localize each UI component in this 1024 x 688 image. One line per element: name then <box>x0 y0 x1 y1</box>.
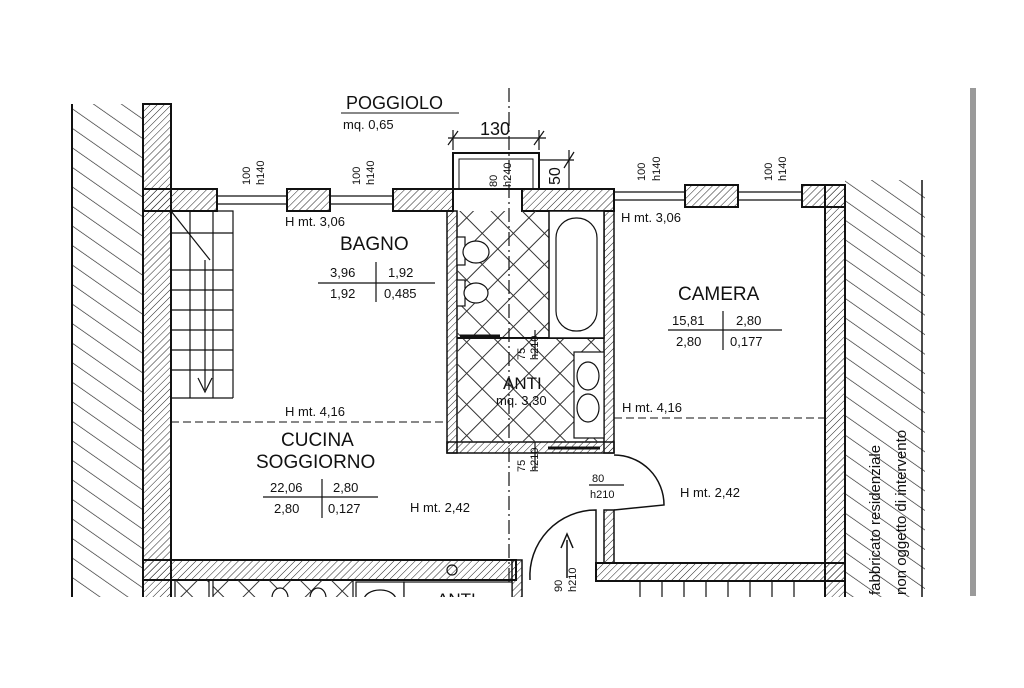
frame-bar <box>970 88 976 596</box>
bathtub <box>548 210 605 339</box>
window-4-width: 100 <box>763 163 775 181</box>
camera-height-low: H mt. 2,42 <box>680 485 740 500</box>
side-note-line2: non oggetto di intervento <box>893 430 910 595</box>
dimension-130: 130 <box>480 119 510 139</box>
bagno-table-r2c2: 0,485 <box>384 286 417 301</box>
right-hatched-neighbour <box>845 180 925 597</box>
window-2-width: 100 <box>351 167 363 185</box>
anti-area: mq. 3,30 <box>496 393 547 408</box>
bagno-table-r1c2: 1,92 <box>388 265 413 280</box>
exterior-walls <box>142 103 846 597</box>
balcony-door-width: 80 <box>488 175 500 187</box>
balcony-area: mq. 0,65 <box>343 117 394 132</box>
cucina-name-line2: SOGGIORNO <box>256 452 375 473</box>
camera-table-r2c2: 0,177 <box>730 334 763 349</box>
camera-height-mid: H mt. 4,16 <box>622 400 682 415</box>
camera-table-r2c1: 2,80 <box>676 334 701 349</box>
camera-name: CAMERA <box>678 284 760 305</box>
window-1-width: 100 <box>241 167 253 185</box>
left-hatched-neighbour <box>72 104 144 597</box>
bagno-height: H mt. 3,06 <box>285 214 345 229</box>
cucina-table-r2c2: 0,127 <box>328 501 361 516</box>
window-openings <box>217 191 802 205</box>
side-note-line1: fabbricato residenziale <box>867 445 884 595</box>
lower-floor-fragment <box>174 564 795 597</box>
camera-table-r1c1: 15,81 <box>672 313 705 328</box>
door-swings <box>529 454 665 581</box>
balcony-door-height: h240 <box>502 163 514 187</box>
bagno-name: BAGNO <box>340 234 409 255</box>
cucina-name-line1: CUCINA <box>281 430 354 451</box>
door-2-width: 75 <box>516 460 528 472</box>
door-3-width: 80 <box>592 473 604 485</box>
door-3-height: h210 <box>590 489 614 501</box>
bagno-table-r2c1: 1,92 <box>330 286 355 301</box>
cucina-table-r1c1: 22,06 <box>270 480 303 495</box>
window-3-height: h140 <box>651 157 663 181</box>
balcony-name: POGGIOLO <box>346 93 443 113</box>
sinks <box>573 351 605 439</box>
cucina-table-r2c1: 2,80 <box>274 501 299 516</box>
bagno-table-r1c1: 3,96 <box>330 265 355 280</box>
window-1-height: h140 <box>255 161 267 185</box>
wc-fixtures <box>456 236 490 307</box>
door-4-height: h210 <box>567 568 579 592</box>
balcony-dimension-line <box>447 130 575 189</box>
staircase <box>170 210 234 399</box>
window-3-width: 100 <box>636 163 648 181</box>
cucina-height-mid: H mt. 4,16 <box>285 404 345 419</box>
dimension-50: 50 <box>547 167 564 185</box>
anti-name: ANTI <box>503 374 542 393</box>
door-4-width: 90 <box>553 580 565 592</box>
camera-height-top: H mt. 3,06 <box>621 210 681 225</box>
door-2-height: h210 <box>529 448 541 472</box>
camera-table-r1c2: 2,80 <box>736 313 761 328</box>
cucina-height-low: H mt. 2,42 <box>410 500 470 515</box>
window-4-height: h140 <box>777 157 789 181</box>
door-1-width: 75 <box>516 348 528 360</box>
cucina-table-r1c2: 2,80 <box>333 480 358 495</box>
label-table-lines <box>263 262 782 518</box>
door-1-height: h210 <box>529 336 541 360</box>
interior-walls <box>446 210 615 597</box>
window-2-height: h140 <box>365 161 377 185</box>
